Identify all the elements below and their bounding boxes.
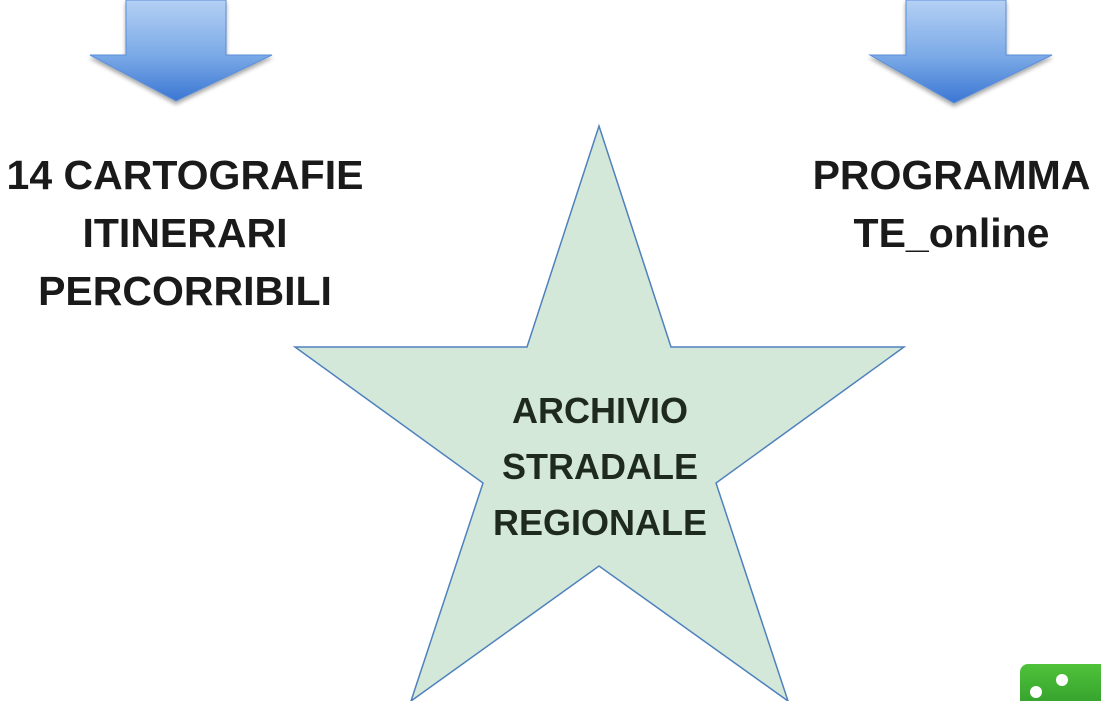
logo-icon [1020,664,1101,701]
left-label-line-1: 14 CARTOGRAFIE [6,152,364,198]
right-label-line-2: TE_online [853,210,1050,256]
star-label: ARCHIVIO STRADALE REGIONALE [450,383,750,551]
logo-dot-icon [1030,686,1042,698]
left-label: 14 CARTOGRAFIE ITINERARI PERCORRIBILI [0,146,370,320]
star-label-line-2: STRADALE [502,446,698,487]
star-label-line-1: ARCHIVIO [511,390,688,431]
star-shape [292,123,907,701]
right-label: PROGRAMMA TE_online [802,146,1101,262]
star-label-line-3: REGIONALE [492,502,707,543]
left-label-line-2: ITINERARI [82,210,288,256]
left-label-line-3: PERCORRIBILI [38,268,332,314]
logo-dot-icon [1056,674,1068,686]
arrow-down-icon-left [89,0,273,102]
right-label-line-1: PROGRAMMA [812,152,1091,198]
arrow-down-icon-right [868,0,1053,104]
